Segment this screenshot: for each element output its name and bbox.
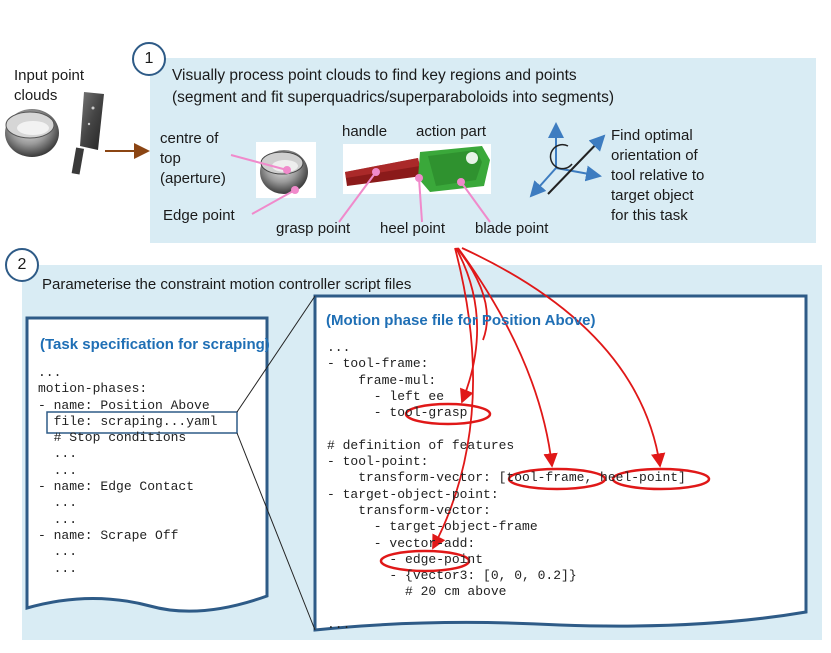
heel-point-highlight bbox=[611, 467, 711, 491]
code-line: motion-phases: bbox=[38, 381, 148, 397]
centre-label-line2: top bbox=[160, 150, 181, 167]
code-line: - target-object-point: bbox=[327, 486, 499, 502]
code-line: ... bbox=[38, 365, 62, 380]
input-bowl-icon bbox=[5, 109, 59, 157]
action-part-label: action part bbox=[416, 123, 487, 140]
blade-point-label: blade point bbox=[475, 220, 549, 237]
code-line bbox=[327, 421, 686, 437]
input-label-line2: clouds bbox=[14, 87, 58, 104]
heel-point-label: heel point bbox=[380, 220, 446, 237]
code-line: # Stop conditions bbox=[38, 430, 187, 446]
parameter-highlights bbox=[379, 402, 711, 573]
zoom-line-top bbox=[236, 295, 316, 413]
orient-line: target object bbox=[611, 187, 694, 204]
orientation-text: Find optimal orientation of tool relativ… bbox=[611, 126, 704, 226]
task-file-heading: (Task specification for scraping) bbox=[40, 336, 270, 353]
phase-file-heading: (Motion phase file for Position Above) bbox=[326, 312, 596, 329]
centre-label-line1: centre of bbox=[160, 130, 219, 147]
grasp-point-label: grasp point bbox=[276, 220, 351, 237]
input-label-line1: Input point bbox=[14, 67, 85, 84]
zoom-line-bottom bbox=[236, 432, 316, 631]
code-line: file: scraping...yaml bbox=[38, 413, 218, 429]
step1-title-line2: (segment and fit superquadrics/superpara… bbox=[172, 89, 614, 106]
edge-point-label: Edge point bbox=[163, 207, 235, 224]
code-line: - name: Position Above bbox=[38, 397, 210, 413]
input-cleaver-icon bbox=[71, 92, 104, 175]
code-line: - name: Scrape Off bbox=[38, 527, 179, 543]
tool-frame-highlight bbox=[507, 467, 607, 491]
orientation-axes-icon bbox=[529, 122, 606, 198]
task-file-frame bbox=[25, 316, 269, 613]
code-line: ... bbox=[38, 495, 78, 511]
code-line: - name: Edge Contact bbox=[38, 479, 195, 495]
parameter-arrows bbox=[432, 247, 666, 550]
orient-line: for this task bbox=[611, 207, 688, 224]
code-line bbox=[327, 601, 686, 617]
code-line: ... bbox=[38, 560, 78, 576]
code-line: - tool-grasp bbox=[327, 405, 468, 421]
code-line: ... bbox=[38, 462, 78, 478]
step1-title-line1: Visually process point clouds to find ke… bbox=[172, 67, 577, 84]
code-line: - target-object-frame bbox=[327, 519, 538, 535]
code-line: - {vector3: [0, 0, 0.2]} bbox=[327, 568, 577, 584]
pink-pointers bbox=[230, 154, 491, 223]
tool-grasp-highlight bbox=[404, 402, 492, 426]
code-line: - tool-point: bbox=[327, 454, 429, 470]
file-line-highlight bbox=[46, 411, 238, 434]
code-line: - edge-point bbox=[327, 551, 484, 567]
step2-title: Parameterise the constraint motion contr… bbox=[42, 276, 412, 293]
segmented-cleaver-icon bbox=[343, 144, 491, 194]
phase-file-code: ... - tool-frame: frame-mul: - left ee -… bbox=[327, 340, 686, 633]
code-line: transform-vector: [tool-frame, heel-poin… bbox=[327, 470, 686, 486]
code-line: - vector-add: bbox=[327, 535, 476, 551]
centre-label-line3: (aperture) bbox=[160, 170, 226, 187]
code-line: # definition of features bbox=[327, 437, 515, 453]
code-line: ... bbox=[38, 544, 78, 560]
edge-point-highlight bbox=[379, 549, 471, 573]
handle-label: handle bbox=[342, 123, 388, 140]
code-line: - tool-frame: bbox=[327, 356, 429, 372]
code-line: ... bbox=[38, 446, 78, 462]
step2-number: 2 bbox=[5, 248, 39, 282]
code-line: transform-vector: bbox=[327, 502, 491, 518]
orient-line: tool relative to bbox=[611, 167, 705, 184]
orient-line: orientation of bbox=[611, 147, 698, 164]
step1-number: 1 bbox=[132, 42, 166, 76]
code-line: frame-mul: bbox=[327, 372, 437, 388]
code-line: # 20 cm above bbox=[327, 584, 507, 600]
code-line: ... bbox=[38, 511, 78, 527]
code-line: - left ee bbox=[327, 388, 445, 404]
code-line: ... bbox=[327, 340, 351, 355]
orient-line: Find optimal bbox=[611, 127, 693, 144]
code-line: ... bbox=[327, 617, 351, 633]
task-file-code: ... motion-phases: - name: Position Abov… bbox=[38, 365, 217, 577]
